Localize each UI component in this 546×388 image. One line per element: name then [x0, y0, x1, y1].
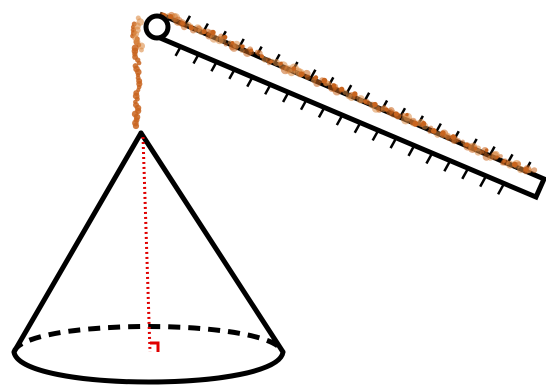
- sand-grain: [450, 134, 457, 140]
- belt-tooth: [425, 153, 433, 165]
- belt-tooth: [210, 61, 218, 72]
- sand-grain: [506, 160, 515, 169]
- belt-tooth: [264, 84, 272, 95]
- belt-tooth: [192, 53, 200, 65]
- sand-grain: [372, 101, 378, 108]
- sand-grain: [511, 161, 518, 168]
- belt-tooth: [488, 146, 496, 157]
- belt-tooth: [389, 138, 397, 149]
- belt-tooth: [443, 161, 451, 172]
- belt-tooth: [335, 115, 343, 126]
- sand-grain: [249, 48, 254, 53]
- sand-grain: [139, 47, 144, 53]
- conveyor-pulley-icon: [143, 13, 171, 41]
- cone-left-side: [11, 130, 144, 355]
- sand-grain: [240, 44, 245, 49]
- belt-tooth: [407, 146, 415, 157]
- sand-grain: [517, 165, 525, 174]
- belt-tooth: [461, 169, 469, 180]
- sand-grain: [188, 24, 194, 31]
- belt-tooth: [228, 69, 236, 80]
- sand-grain: [180, 20, 185, 26]
- sand-grain: [384, 107, 389, 112]
- cone-height-line-icon: [141, 136, 152, 353]
- sand-grain: [132, 122, 140, 130]
- sand-grain: [269, 59, 274, 64]
- sand-grain: [223, 42, 228, 47]
- sand-grain: [393, 111, 399, 117]
- cone-right-side: [138, 130, 286, 355]
- sand-grain: [491, 150, 500, 160]
- sand-grain: [259, 54, 265, 59]
- sand-grain: [523, 166, 529, 172]
- sand-grain: [405, 112, 409, 117]
- belt-tooth: [371, 130, 379, 142]
- sand-grain: [342, 89, 348, 95]
- belt-tooth: [281, 92, 290, 103]
- sand-grain: [298, 71, 305, 78]
- sand-grain: [138, 42, 146, 50]
- sand-grain: [473, 146, 478, 151]
- belt-tooth: [174, 46, 182, 57]
- conveyor-sand-layer: [159, 11, 538, 175]
- sand-grain: [313, 75, 319, 80]
- sand-grain: [230, 40, 235, 45]
- sand-grain: [474, 148, 482, 156]
- sand-grain: [495, 155, 499, 159]
- sand-grain: [304, 74, 311, 81]
- sand-grain: [222, 34, 228, 40]
- sand-grain: [339, 86, 345, 92]
- sand-grain: [168, 13, 174, 20]
- belt-tooth: [246, 76, 254, 88]
- belt-tooth: [497, 184, 505, 195]
- falling-sand-stream-icon: [130, 15, 146, 130]
- sand-grain: [430, 128, 437, 134]
- sand-grain: [420, 120, 427, 127]
- belt-tooth: [309, 69, 317, 80]
- sand-grain: [445, 134, 452, 141]
- sand-grain: [440, 130, 446, 136]
- sand-grain: [358, 97, 364, 103]
- conveyor-belt-body: [149, 11, 546, 201]
- right-angle-marker-icon: [150, 341, 160, 352]
- belt-tooth: [299, 100, 308, 111]
- sand-grain: [352, 91, 358, 97]
- belt-tooth: [317, 107, 326, 118]
- belt-tooth: [353, 123, 361, 134]
- sand-grain: [363, 99, 368, 104]
- conveyor-bottom-teeth: [174, 46, 505, 195]
- sand-grain: [210, 29, 216, 36]
- cone-base-front: [11, 350, 286, 385]
- sand-grain: [279, 61, 283, 66]
- sand-grain: [201, 29, 207, 35]
- sand-grain: [502, 159, 506, 163]
- sand-grain: [313, 79, 321, 88]
- sand-grain: [484, 148, 489, 152]
- sand-grain: [412, 120, 419, 127]
- sand-grain: [456, 138, 461, 143]
- sand-grain: [321, 77, 328, 84]
- sand-grain: [464, 142, 470, 147]
- sand-grain: [232, 40, 241, 49]
- sand-pile-cone-icon: [11, 130, 286, 385]
- sand-grain: [134, 38, 141, 46]
- conveyor-belt-icon: [143, 11, 546, 201]
- sand-grain: [331, 83, 337, 88]
- sand-grain: [136, 60, 142, 66]
- sand-grain: [291, 66, 297, 71]
- belt-tooth: [479, 177, 487, 188]
- sand-grain: [531, 167, 538, 173]
- sand-grain: [498, 154, 503, 159]
- sand-grain: [434, 131, 441, 138]
